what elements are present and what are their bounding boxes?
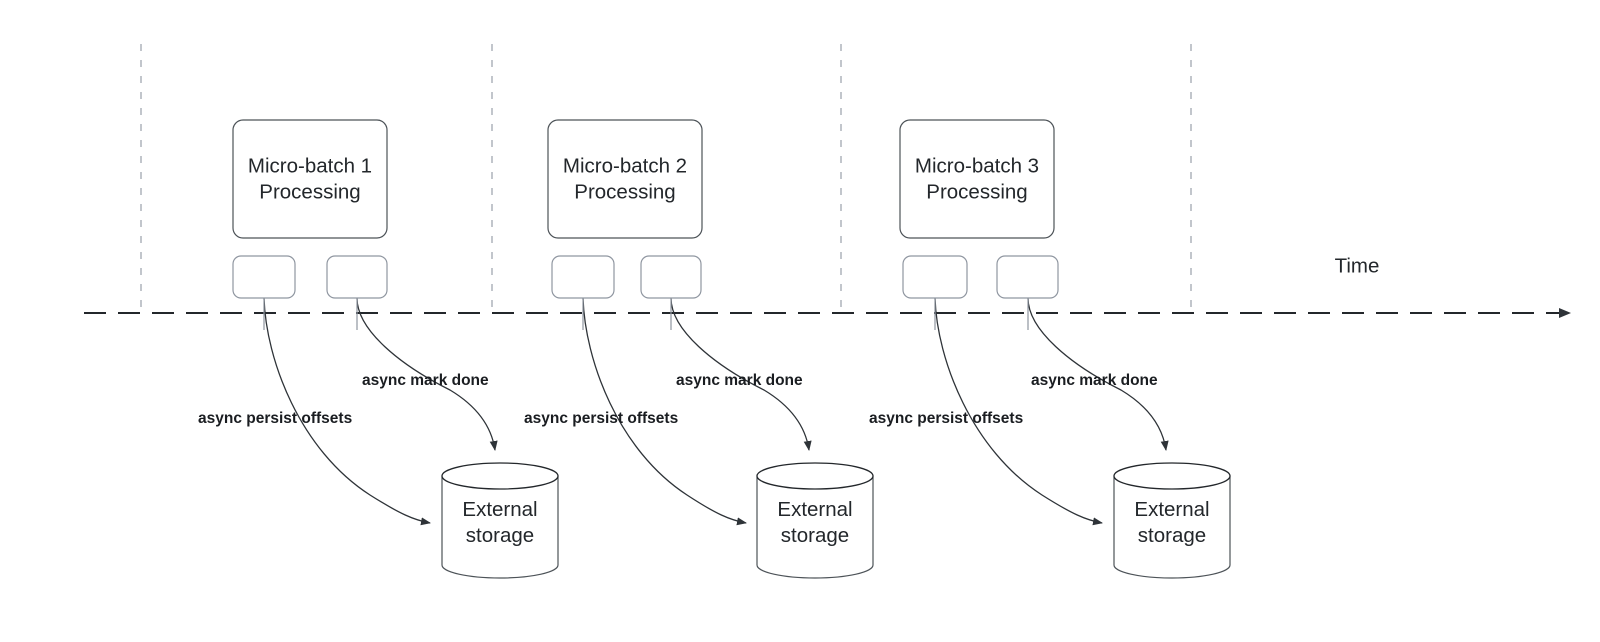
async-persist-offsets-3-curve — [934, 297, 1103, 526]
tick-line-group — [140, 44, 1192, 313]
micro-batch-3-label-line1: Micro-batch 3 — [915, 154, 1039, 177]
async-persist-offsets-2-label: async persist offsets — [524, 410, 678, 427]
external-storage-3-label-line1: External — [1134, 498, 1209, 521]
micro-batch-2-persist-offsets-task[interactable] — [551, 255, 615, 299]
async-mark-done-1-curve — [356, 297, 498, 451]
external-storage-2-body[interactable] — [756, 475, 874, 579]
external-storage-1-top — [441, 462, 559, 490]
async-persist-offsets-1-curve — [263, 297, 431, 526]
async-mark-done-2-label: async mark done — [676, 372, 803, 389]
external-storage-3-label-line2: storage — [1138, 524, 1206, 547]
micro-batch-1-mark-done-task[interactable] — [326, 255, 388, 299]
external-storage-2-label-line2: storage — [781, 524, 849, 547]
external-storage-1-label-line1: External — [462, 498, 537, 521]
async-mark-done-3-curve — [1027, 297, 1169, 451]
micro-batch-2-label-line2: Processing — [574, 180, 675, 203]
micro-batch-3-label-line2: Processing — [926, 180, 1027, 203]
edge-group — [263, 297, 1169, 526]
micro-batch-3-mark-done-task[interactable] — [996, 255, 1059, 299]
external-storage-1-body[interactable] — [441, 475, 559, 579]
micro-batch-1-box[interactable] — [232, 119, 388, 239]
external-storage-1-label-line2: storage — [466, 524, 534, 547]
async-persist-offsets-2-curve — [582, 297, 747, 526]
async-persist-offsets-3-label: async persist offsets — [869, 410, 1023, 427]
micro-batch-3-box[interactable] — [899, 119, 1055, 239]
micro-batch-2-mark-done-task[interactable] — [640, 255, 702, 299]
external-storage-3-top — [1113, 462, 1231, 490]
micro-batch-2-box[interactable] — [547, 119, 703, 239]
micro-batch-1-persist-offsets-task[interactable] — [232, 255, 296, 299]
time-axis-label: Time — [1335, 254, 1380, 277]
external-storage-2-label-line1: External — [777, 498, 852, 521]
micro-batch-1-label-line1: Micro-batch 1 — [248, 154, 372, 177]
async-persist-offsets-1-label: async persist offsets — [198, 410, 352, 427]
micro-batch-2-label-line1: Micro-batch 2 — [563, 154, 687, 177]
async-mark-done-2-curve — [670, 297, 812, 451]
async-mark-done-3-label: async mark done — [1031, 372, 1158, 389]
async-mark-done-1-label: async mark done — [362, 372, 489, 389]
micro-batch-1-label-line2: Processing — [259, 180, 360, 203]
external-storage-3-body[interactable] — [1113, 475, 1231, 579]
micro-batch-3-persist-offsets-task[interactable] — [902, 255, 968, 299]
node-group — [232, 119, 1231, 579]
external-storage-2-top — [756, 462, 874, 490]
